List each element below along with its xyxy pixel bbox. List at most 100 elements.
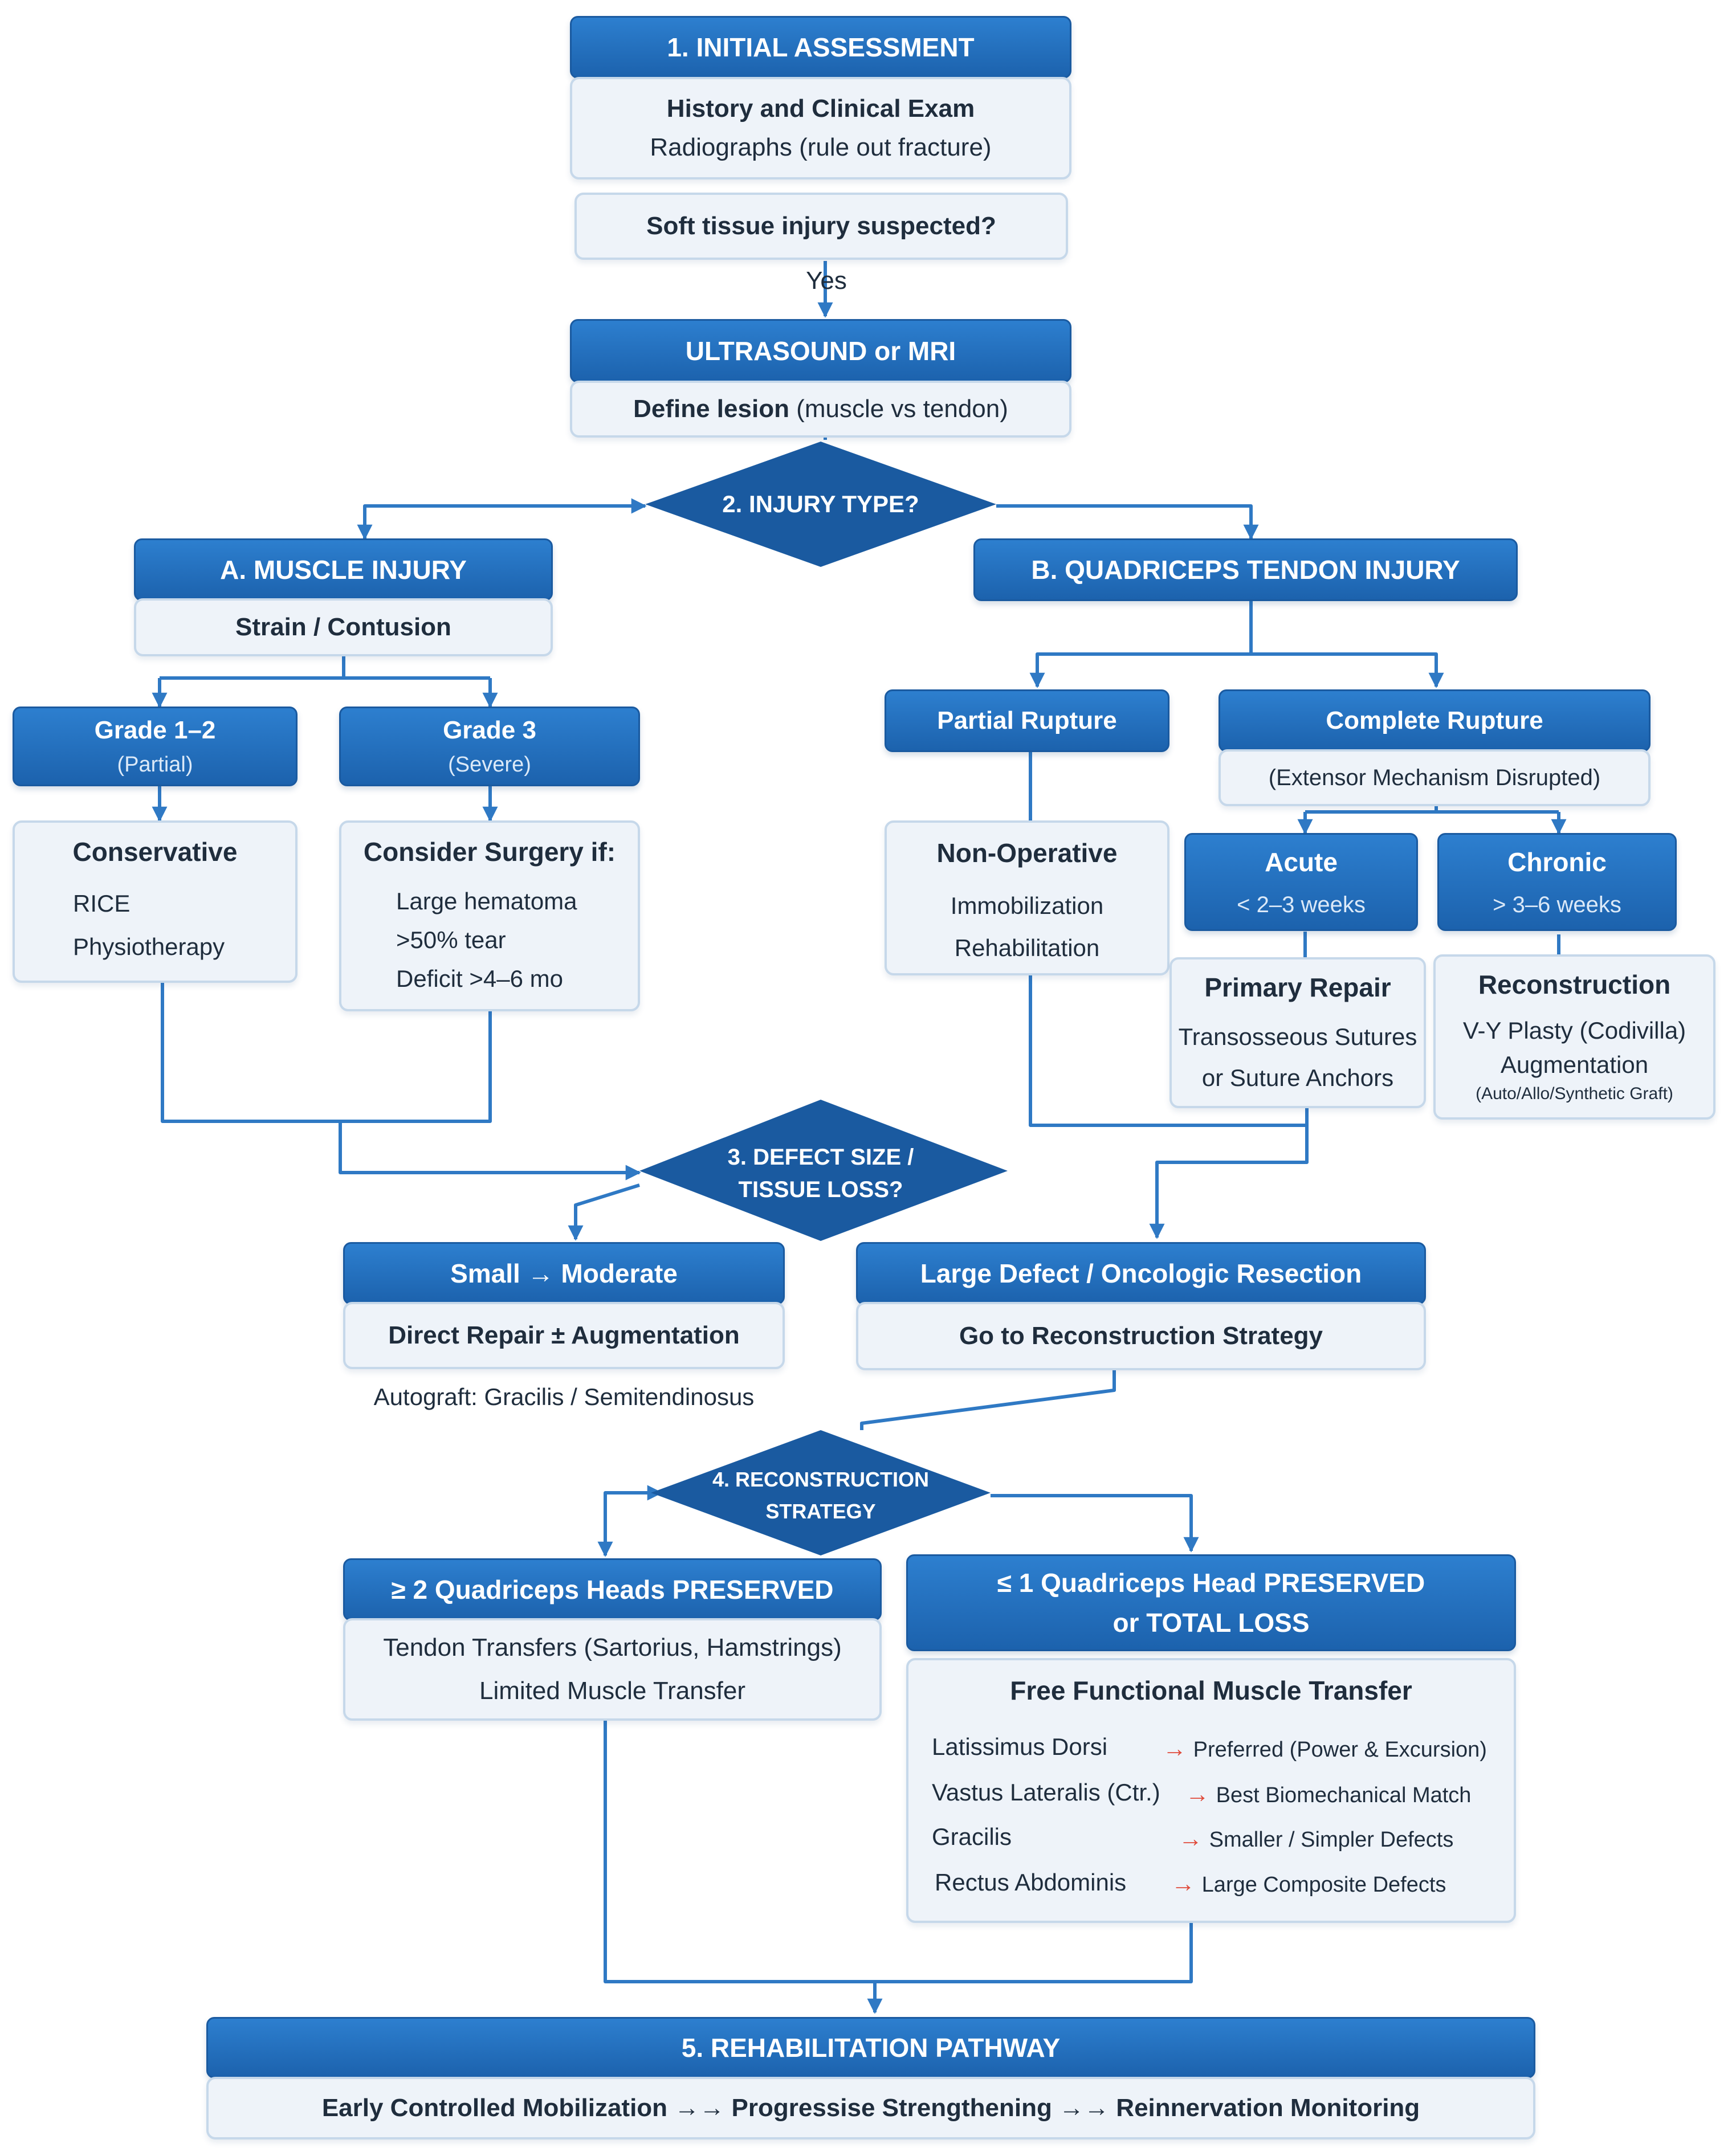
initial-assessment-body: History and Clinical Exam Radiographs (r… [570,77,1071,179]
rehab-text: Early Controlled Mobilization →→ Progres… [321,2094,1420,2122]
ffmt-note-latissimus: → Preferred (Power & Excursion) [1163,1735,1487,1762]
large-defect-body: Go to Reconstruction Strategy [856,1302,1426,1370]
muscle-injury-header: A. MUSCLE INJURY [134,538,553,601]
soft-tissue-question-box: Soft tissue injury suspected? [574,193,1068,260]
ffmt-note-text-gracilis: Smaller / Simpler Defects [1209,1828,1454,1852]
tendon-injury-header: B. QUADRICEPS TENDON INJURY [973,538,1518,601]
soft-tissue-question: Soft tissue injury suspected? [646,212,996,240]
recon-strategy-diamond [651,1430,991,1555]
yes-label: Yes [806,267,847,295]
muscle-injury-subtitle: Strain / Contusion [235,613,451,641]
surgery-item-tear: >50% tear [396,926,506,953]
two-heads-header: ≥ 2 Quadriceps Heads PRESERVED [343,1558,882,1621]
surgery-item-deficit: Deficit >4–6 mo [396,965,563,992]
ffmt-note-rectus: → Large Composite Defects [1171,1870,1446,1897]
complete-rupture-body: (Extensor Mechanism Disrupted) [1219,749,1651,806]
ffmt-muscle-gracilis: Gracilis [932,1823,1012,1850]
conservative-item-physio: Physiotherapy [73,933,225,960]
injury-type-diamond [645,442,996,567]
two-heads-body: Tendon Transfers (Sartorius, Hamstrings)… [343,1618,882,1721]
tendon-injury-title: B. QUADRICEPS TENDON INJURY [1031,555,1460,585]
imaging-line-rest: (muscle vs tendon) [789,395,1008,423]
arrow-icon: → [1171,1870,1195,1897]
acute-sub: < 2–3 weeks [1237,892,1366,917]
ffmt-title: Free Functional Muscle Transfer [1010,1676,1412,1705]
primary-repair-item-sutures: Transosseous Sutures [1178,1023,1417,1050]
muscle-injury-title: A. MUSCLE INJURY [220,555,467,585]
two-heads-item-limited: Limited Muscle Transfer [479,1677,746,1705]
nonop-item-rehabilitation: Rehabilitation [954,934,1100,961]
consider-surgery-box: Consider Surgery if: Large hematoma >50%… [339,820,640,1011]
ffmt-note-text-latissimus: Preferred (Power & Excursion) [1193,1738,1487,1762]
reconstruction-box: Reconstruction V-Y Plasty (Codivilla) Au… [1433,954,1715,1120]
initial-assessment-header: 1. INITIAL ASSESSMENT [570,16,1071,79]
defect-size-line1: 3. DEFECT SIZE / [727,1145,914,1170]
ffmt-muscle-vastus: Vastus Lateralis (Ctr.) [932,1779,1160,1806]
partial-rupture-title: Partial Rupture [937,707,1117,734]
conservative-title: Conservative [72,837,238,867]
two-heads-title: ≥ 2 Quadriceps Heads PRESERVED [391,1575,834,1604]
imaging-header: ULTRASOUND or MRI [570,319,1071,383]
chronic-header: Chronic > 3–6 weeks [1437,833,1677,931]
connector-muscle-to-defect [339,1121,641,1181]
grade12-header: Grade 1–2 (Partial) [13,707,298,786]
arrow-icon: → [1185,1781,1209,1807]
ffmt-note-text-vastus: Best Biomechanical Match [1216,1783,1472,1807]
ffmt-muscle-rectus: Rectus Abdominis [935,1869,1127,1896]
conservative-box: Conservative RICE Physiotherapy [13,820,298,983]
connector-muscle-split [158,656,492,707]
connector-conservative-down [161,983,492,1123]
connector-tendon-down [1036,601,1438,687]
non-operative-title: Non-Operative [936,838,1118,868]
ffmt-row-gracilis: Gracilis [932,1823,1012,1851]
ffmt-row-rectus: Rectus Abdominis [935,1869,1126,1896]
reconstruction-item-vy: V-Y Plasty (Codivilla) [1462,1017,1686,1044]
primary-repair-item-anchors: or Suture Anchors [1201,1064,1394,1091]
one-head-title-line1: ≤ 1 Quadriceps Head PRESERVED [997,1568,1425,1598]
complete-rupture-header: Complete Rupture [1219,689,1651,752]
recon-strategy-line2: STRATEGY [765,1500,876,1523]
connector-to-rehab [604,1721,1193,2012]
rehab-title: 5. REHABILITATION PATHWAY [681,2033,1061,2063]
complete-rupture-title: Complete Rupture [1326,707,1543,734]
ffmt-note-text-rectus: Large Composite Defects [1201,1873,1446,1897]
imaging-title: ULTRASOUND or MRI [685,336,956,366]
injury-type-text: 2. INJURY TYPE? [722,491,919,517]
connector-large-to-recon [860,1370,1116,1430]
large-defect-text: Go to Reconstruction Strategy [959,1322,1323,1350]
partial-rupture-header: Partial Rupture [885,689,1169,752]
recon-strategy-label: 4. RECONSTRUCTION STRATEGY [684,1464,957,1527]
initial-assessment-title: 1. INITIAL ASSESSMENT [667,32,975,62]
large-defect-title: Large Defect / Oncologic Resection [920,1259,1362,1288]
defect-size-label: 3. DEFECT SIZE / TISSUE LOSS? [678,1140,963,1208]
reconstruction-item-augmentation: Augmentation [1500,1051,1649,1078]
injury-type-label: 2. INJURY TYPE? [673,479,969,530]
rehab-body: Early Controlled Mobilization →→ Progres… [206,2077,1535,2139]
nonop-item-immobilization: Immobilization [950,892,1104,919]
defect-size-diamond [639,1100,1008,1241]
connector-injurytype-right [996,504,1259,540]
connector-tendon-to-defect [1029,975,1309,1238]
grade3-sub: (Severe) [448,752,531,777]
acute-title: Acute [1265,847,1338,877]
ffmt-box: Free Functional Muscle Transfer [906,1658,1516,1923]
complete-rupture-sub: (Extensor Mechanism Disrupted) [1268,765,1601,790]
ffmt-note-gracilis: → Smaller / Simpler Defects [1179,1825,1453,1852]
grade12-title: Grade 1–2 [94,716,216,744]
ffmt-note-vastus: → Best Biomechanical Match [1185,1781,1471,1808]
small-moderate-header: Small → Moderate [343,1242,785,1305]
connector-defect-to-small [568,1183,640,1241]
primary-repair-title: Primary Repair [1204,973,1391,1002]
imaging-body: Define lesion (muscle vs tendon) [570,381,1071,438]
ffmt-row-latissimus: Latissimus Dorsi [932,1733,1107,1761]
non-operative-box: Non-Operative Immobilization Rehabilitat… [885,820,1169,975]
defect-size-line2: TISSUE LOSS? [738,1177,903,1202]
reconstruction-note: (Auto/Allo/Synthetic Graft) [1476,1084,1673,1103]
chronic-title: Chronic [1507,847,1607,877]
grade12-sub: (Partial) [117,752,193,777]
connector-injurytype-left [357,498,647,540]
small-moderate-body: Direct Repair ± Augmentation [343,1302,785,1369]
connector-recon-right [991,1494,1199,1553]
